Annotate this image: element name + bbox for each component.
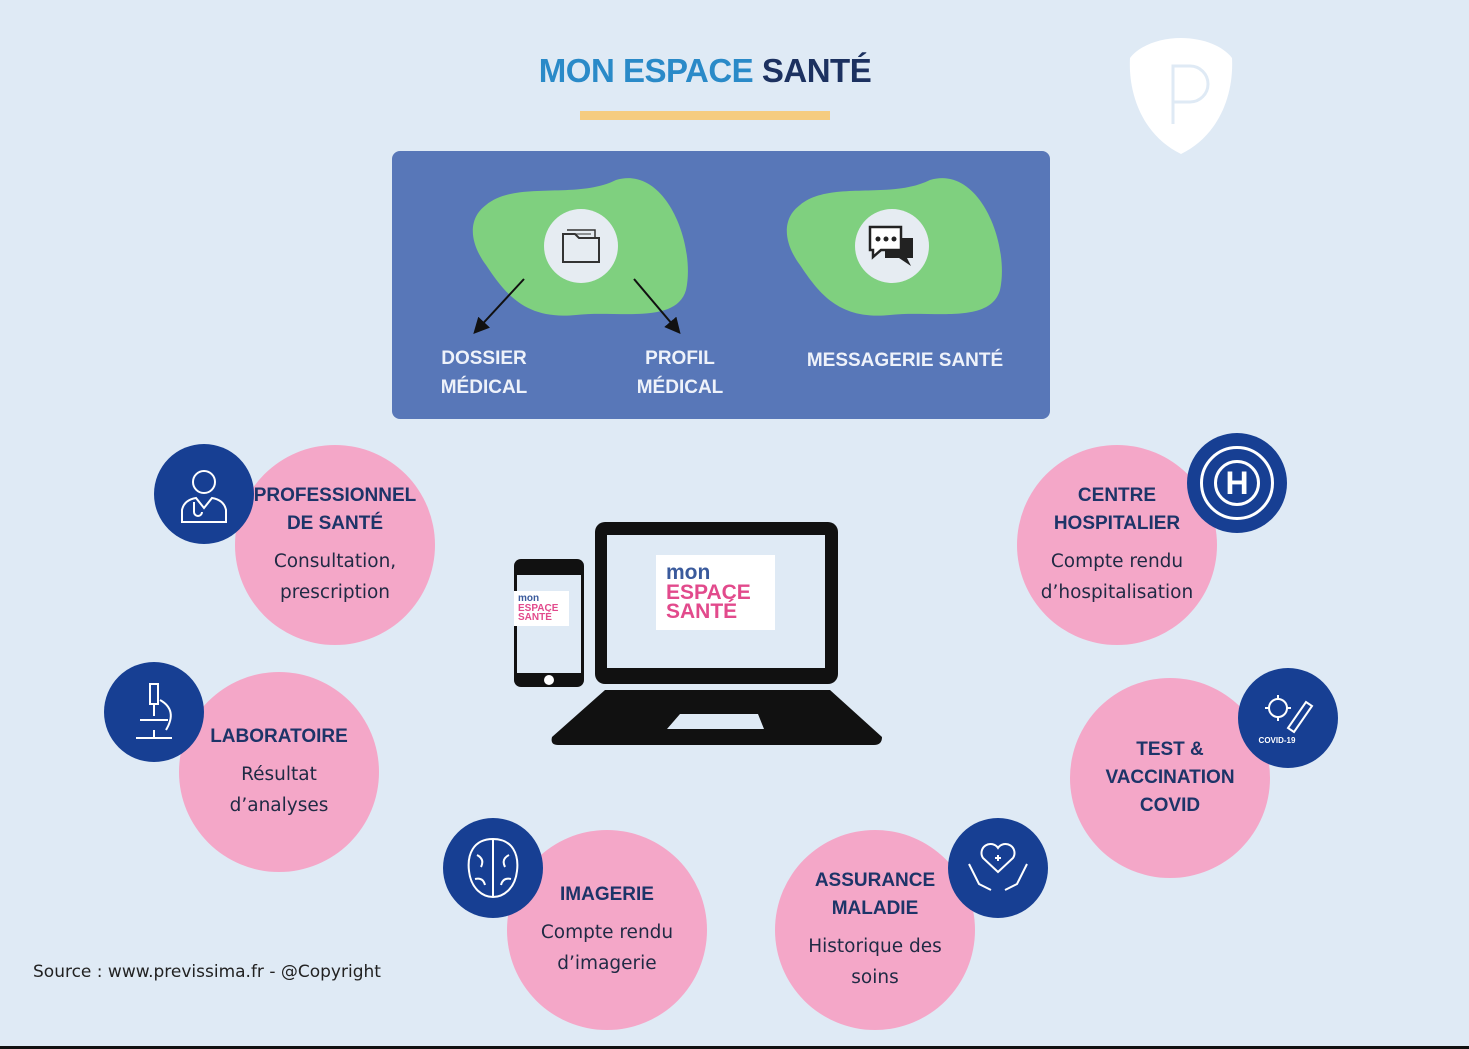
laptop-phone-illustration	[514, 522, 882, 745]
folder-icon	[544, 209, 618, 283]
arrows-icon	[473, 278, 681, 335]
hospital-icon: H	[1187, 433, 1287, 533]
source-credit: Source : www.previssima.fr - @Copyright	[33, 962, 381, 982]
microscope-icon	[104, 662, 204, 762]
watermark-shield-logo	[1129, 38, 1233, 154]
heart-hands-icon	[948, 818, 1048, 918]
brain-icon	[443, 818, 543, 918]
page-title: MON ESPACE SANTÉ	[538, 52, 872, 89]
chat-bubbles-icon	[855, 209, 929, 283]
title-underline	[580, 111, 830, 120]
covid-test-icon: COVID-19	[1238, 668, 1338, 768]
messagerie-sante-label: MESSAGERIE SANTÉ	[806, 350, 1004, 371]
bottom-border	[0, 1046, 1469, 1049]
doctor-icon	[154, 444, 254, 544]
